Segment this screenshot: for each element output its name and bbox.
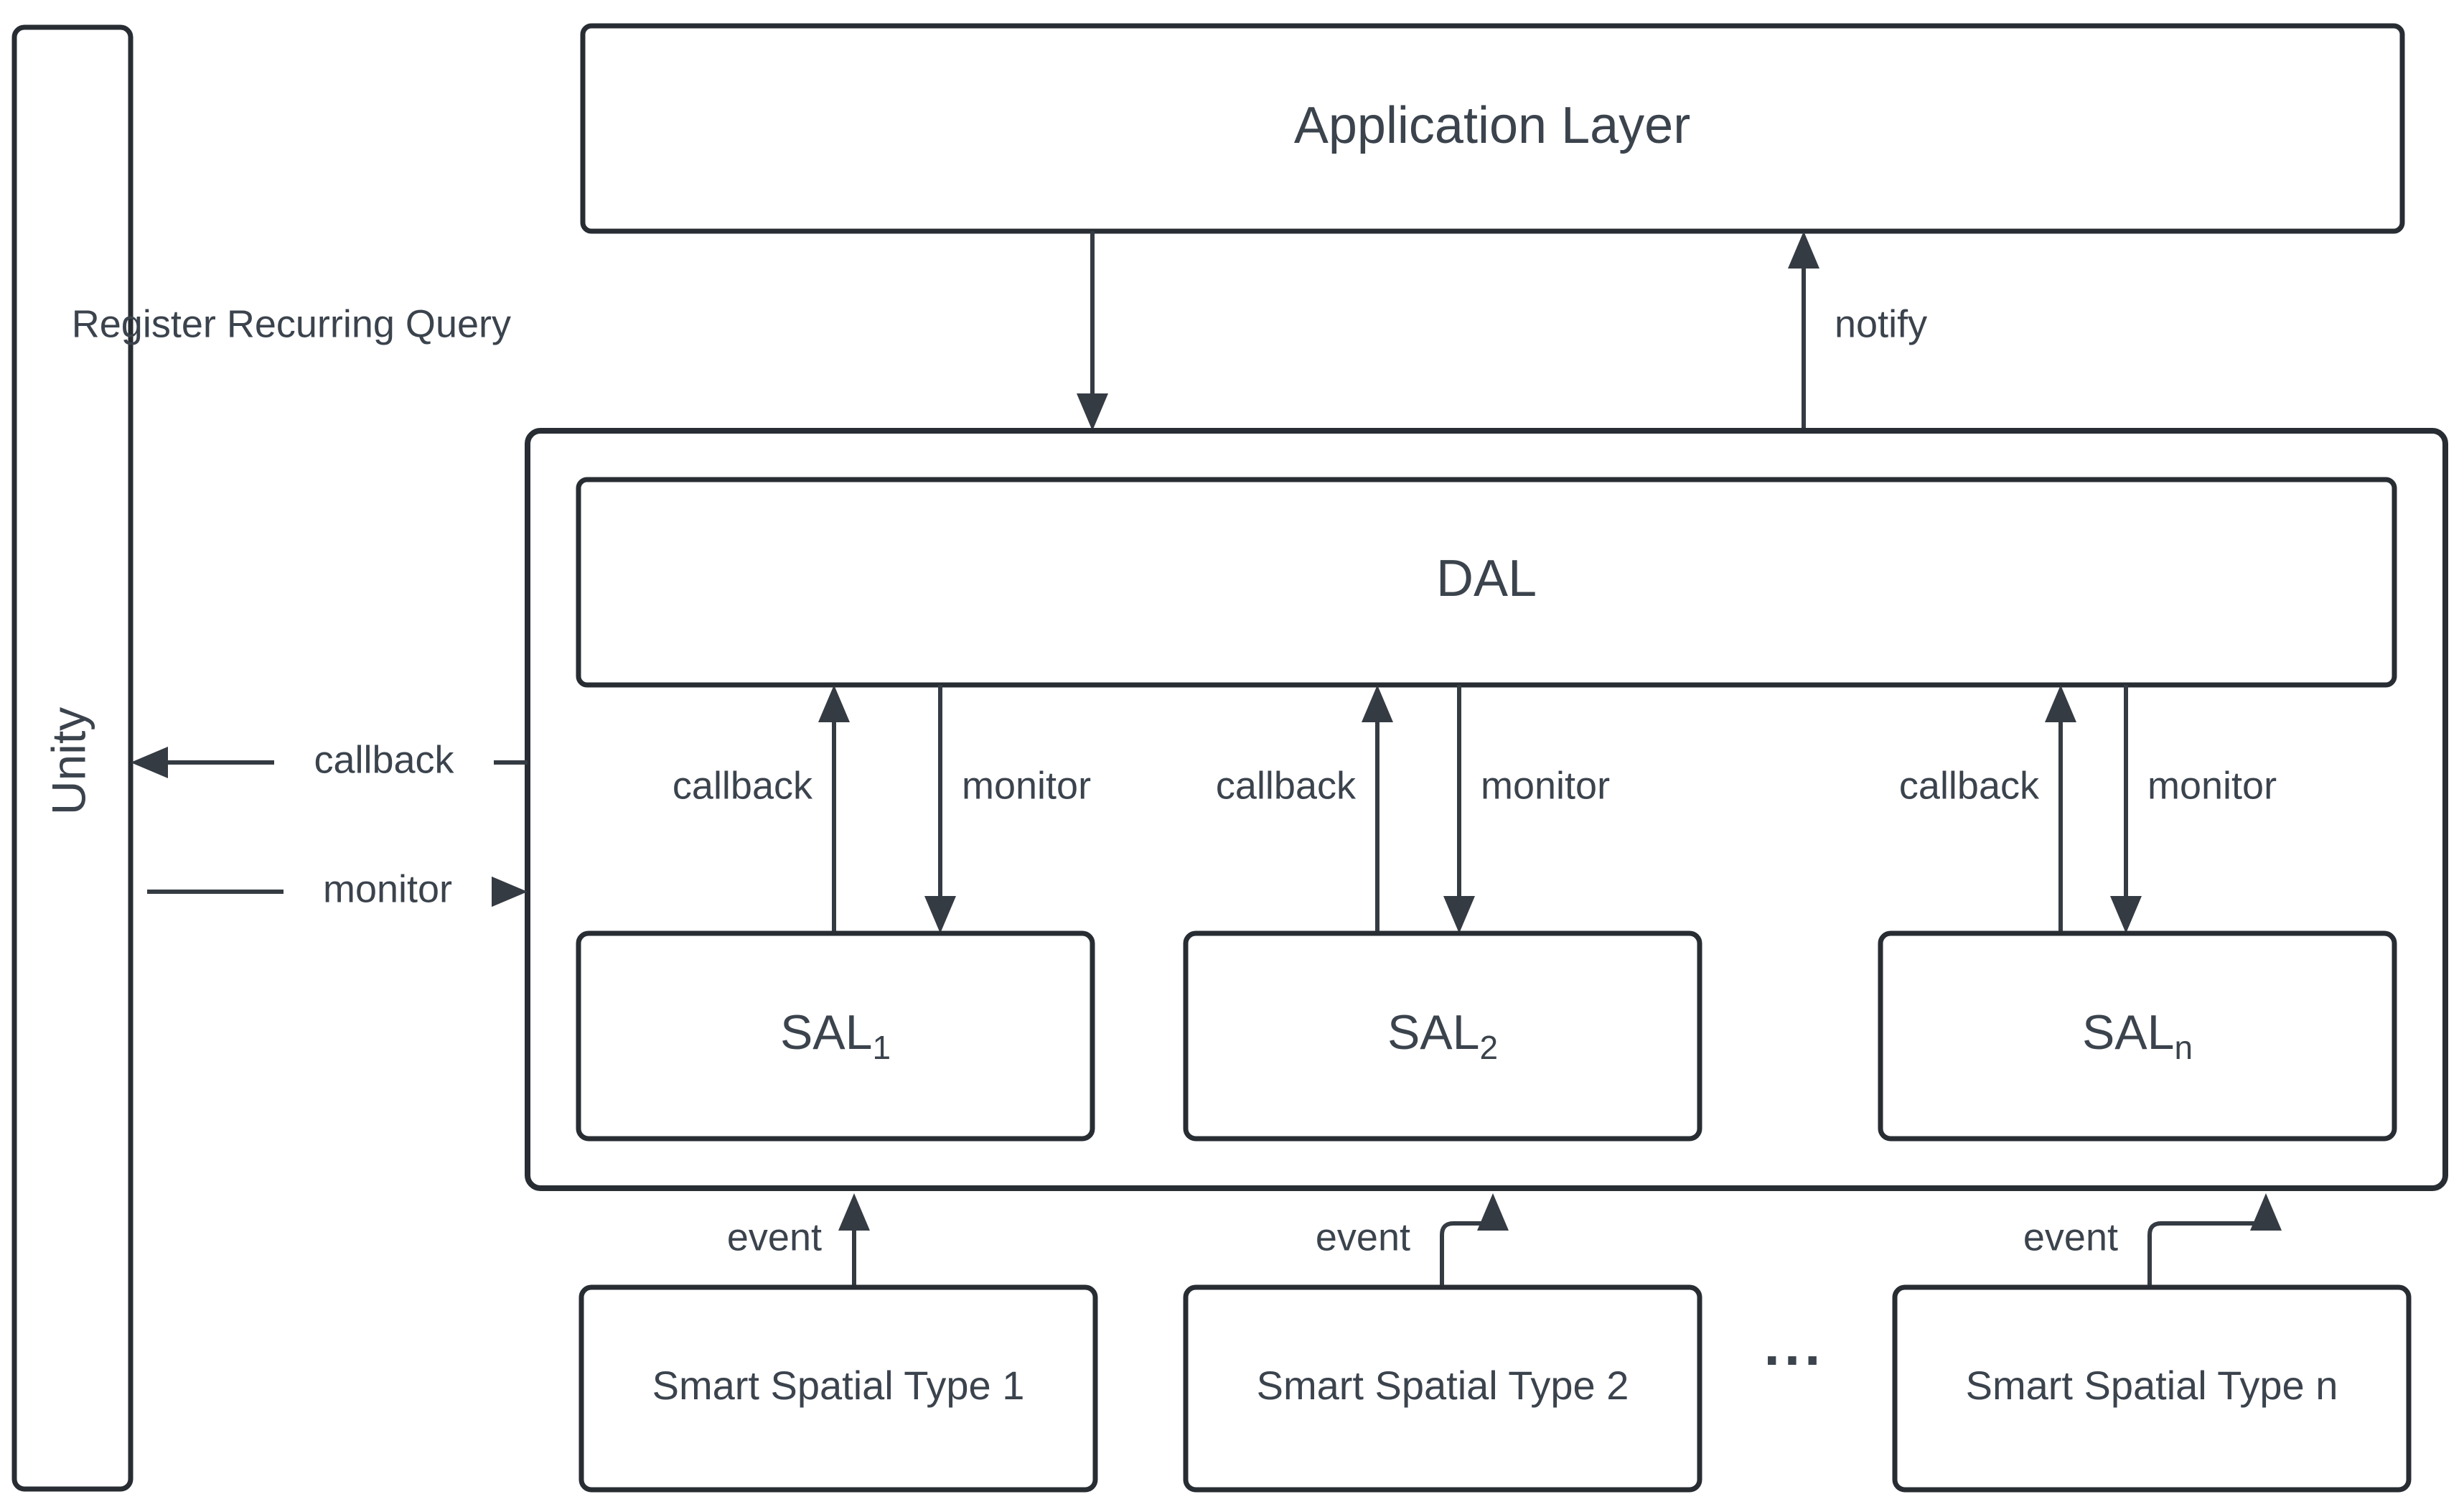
- edge-event-n: event: [2023, 1193, 2282, 1287]
- register-recurring-query-arrowhead: [1077, 393, 1108, 431]
- sal1-callback-arrowhead: [818, 685, 850, 722]
- edge-sal1-callback: callback: [673, 685, 850, 933]
- sal-2-base: SAL: [1387, 1005, 1480, 1060]
- saln-monitor-label: monitor: [2147, 764, 2277, 807]
- smart-spatial-type-2-label: Smart Spatial Type 2: [1257, 1363, 1629, 1408]
- sal2-callback-label: callback: [1216, 764, 1357, 807]
- saln-callback-arrowhead: [2045, 685, 2076, 722]
- node-unity[interactable]: Unity: [11, 24, 133, 1492]
- application-layer-box-shape: [580, 23, 2405, 234]
- dal-box-shape: [576, 477, 2397, 688]
- event-n-line: [2147, 1210, 2268, 1287]
- edge-unity-monitor: monitor: [147, 867, 528, 918]
- node-sal-1[interactable]: SAL1: [576, 930, 1095, 1142]
- middleware-container-shape: [525, 428, 2448, 1191]
- event-2-arrowhead: [1477, 1193, 1509, 1231]
- sal-1-base: SAL: [780, 1005, 873, 1060]
- sal-1-subscript: 1: [872, 1029, 891, 1066]
- unity-label: Unity: [42, 707, 95, 815]
- sal-2-subscript: 2: [1479, 1029, 1498, 1066]
- node-smart-spatial-type-1[interactable]: Smart Spatial Type 1: [578, 1284, 1098, 1493]
- saln-monitor-arrowhead: [2110, 896, 2142, 933]
- edge-saln-monitor: monitor: [2110, 685, 2277, 933]
- event-n-arrowhead: [2250, 1193, 2282, 1231]
- event-1-label: event: [727, 1215, 822, 1259]
- unity-monitor-label-backdrop: [284, 867, 492, 918]
- saln-callback-label: callback: [1899, 764, 2040, 807]
- edge-saln-callback: callback: [1899, 685, 2076, 933]
- node-sal-2[interactable]: SAL2: [1183, 930, 1702, 1142]
- sal-1-label: SAL1: [780, 1005, 891, 1066]
- notify-label: notify: [1835, 302, 1927, 345]
- unity-box-shape: [11, 24, 133, 1492]
- smart-spatial-types-ellipsis: ...: [1764, 1313, 1825, 1377]
- edge-unity-callback: callback: [131, 738, 528, 788]
- sal-n-base: SAL: [2082, 1005, 2175, 1060]
- sal-1-box-shape: [576, 930, 1095, 1142]
- smart-spatial-type-2-box-shape: [1183, 1284, 1702, 1493]
- smart-spatial-type-1-label: Smart Spatial Type 1: [652, 1363, 1025, 1408]
- unity-monitor-arrowhead: [490, 876, 528, 907]
- smart-spatial-type-n-label: Smart Spatial Type n: [1966, 1363, 2338, 1408]
- register-recurring-query-label: Register Recurring Query: [72, 302, 511, 345]
- sal2-monitor-label: monitor: [1481, 764, 1610, 807]
- application-layer-label: Application Layer: [1294, 97, 1690, 154]
- node-dal[interactable]: DAL: [576, 477, 2397, 688]
- edge-sal2-monitor: monitor: [1443, 685, 1610, 933]
- sal-n-subscript: n: [2174, 1029, 2193, 1066]
- sal-2-label: SAL2: [1387, 1005, 1498, 1066]
- node-sal-n[interactable]: SALn: [1878, 930, 2397, 1142]
- sal2-monitor-arrowhead: [1443, 896, 1475, 933]
- node-application-layer[interactable]: Application Layer: [580, 23, 2405, 234]
- smart-spatial-type-1-box-shape: [578, 1284, 1098, 1493]
- edge-sal1-monitor: monitor: [924, 685, 1091, 933]
- unity-callback-label-backdrop: [274, 738, 494, 788]
- sal2-callback-arrowhead: [1362, 685, 1393, 722]
- node-smart-spatial-type-n[interactable]: Smart Spatial Type n: [1892, 1284, 2412, 1493]
- event-1-arrowhead: [838, 1193, 870, 1231]
- event-2-label: event: [1316, 1215, 1410, 1259]
- unity-monitor-label: monitor: [323, 867, 452, 910]
- edge-notify: notify: [1788, 231, 1927, 428]
- node-smart-spatial-type-2[interactable]: Smart Spatial Type 2: [1183, 1284, 1702, 1493]
- sal1-monitor-label: monitor: [962, 764, 1091, 807]
- edge-event-1: event: [727, 1193, 870, 1287]
- sal1-callback-label: callback: [673, 764, 813, 807]
- unity-callback-label: callback: [314, 738, 454, 781]
- sal1-monitor-arrowhead: [924, 896, 956, 933]
- dal-label: DAL: [1436, 550, 1537, 607]
- event-n-label: event: [2023, 1215, 2118, 1259]
- edge-event-2: event: [1316, 1193, 1509, 1287]
- sal-2-box-shape: [1183, 930, 1702, 1142]
- unity-callback-arrowhead: [131, 747, 168, 778]
- sal-n-label: SALn: [2082, 1005, 2193, 1066]
- edge-register-recurring-query: Register Recurring Query: [72, 231, 1108, 431]
- middleware-container: [525, 428, 2448, 1191]
- smart-spatial-type-n-box-shape: [1892, 1284, 2412, 1493]
- notify-arrowhead: [1788, 231, 1819, 269]
- edge-sal2-callback: callback: [1216, 685, 1393, 933]
- sal-n-box-shape: [1878, 930, 2397, 1142]
